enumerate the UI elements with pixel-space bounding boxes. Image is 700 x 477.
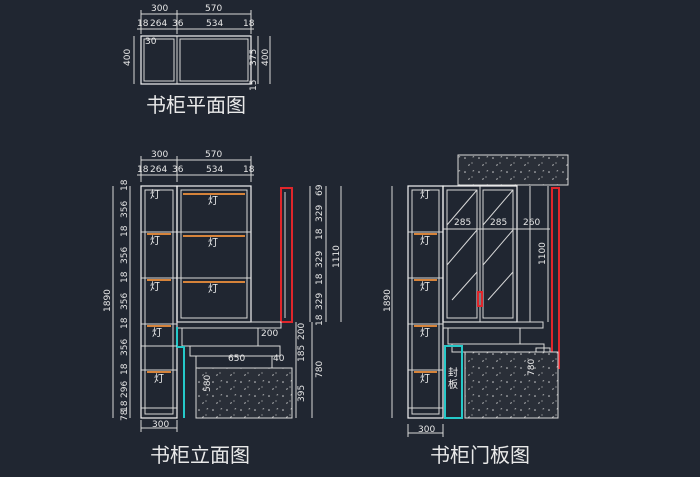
elev-dim-300: 300 <box>151 150 168 160</box>
door-dim-1890: 1890 <box>383 289 393 312</box>
plan-dim-400-left: 400 <box>123 49 133 66</box>
door-dim-1100: 1100 <box>538 242 548 265</box>
plan-dim-570: 570 <box>205 4 222 14</box>
elev-dim-1110: 1110 <box>332 245 342 268</box>
plan-view: 300 570 18 264 36 534 18 30 400 375 400 … <box>123 4 271 117</box>
elev-lamp-7: 灯 <box>208 237 218 249</box>
elevation-view: 300 570 18 264 36 534 18 1890 灯 灯 灯 灯 灯 … <box>103 150 342 467</box>
elev-dim-580: 580 <box>203 375 213 392</box>
elev-seg-0: 18 <box>120 179 130 191</box>
elev-sub-18b: 18 <box>243 165 255 175</box>
elev-dim-bottom-300: 300 <box>152 420 169 430</box>
elev-dim-650: 650 <box>228 354 245 364</box>
plan-sub-18b: 18 <box>243 19 255 29</box>
elev-seg-3: 356 <box>120 247 130 264</box>
door-lamp-2: 灯 <box>420 235 430 247</box>
elevation-title: 书柜立面图 <box>150 443 250 467</box>
elev-dim-40: 40 <box>273 354 285 364</box>
elev-lamp-5: 灯 <box>154 373 164 385</box>
elev-lamp-3: 灯 <box>150 281 160 293</box>
elev-seg-7: 356 <box>120 339 130 356</box>
plan-sub-264: 264 <box>150 19 167 29</box>
door-lamp-1: 灯 <box>420 189 430 201</box>
plan-dim-300: 300 <box>151 4 168 14</box>
door-lamp-5: 灯 <box>420 373 430 385</box>
plan-sub-534: 534 <box>206 19 223 29</box>
elev-seg-6: 18 <box>120 317 130 329</box>
plan-dim-375: 375 <box>249 49 259 66</box>
elev-sub-36: 36 <box>172 165 184 175</box>
elev-seg-10: 18 <box>120 400 130 412</box>
elev-seg-1: 356 <box>120 201 130 218</box>
elev-seg-11: 78 <box>120 409 130 421</box>
elev-lamp-1: 灯 <box>150 189 160 201</box>
door-dim-285b: 285 <box>490 218 507 228</box>
elev-seg-8: 18 <box>120 363 130 375</box>
elev-lamp-2: 灯 <box>150 235 160 247</box>
elev-seg-4: 18 <box>120 271 130 283</box>
door-dim-260: 260 <box>523 218 540 228</box>
elev-sub-264: 264 <box>150 165 167 175</box>
plan-sub-18a: 18 <box>137 19 149 29</box>
door-lamp-3: 灯 <box>420 281 430 293</box>
plan-dim-400-right: 400 <box>261 49 271 66</box>
door-lamp-4: 灯 <box>420 327 430 339</box>
elev-rdim-0: 69 <box>315 184 325 196</box>
elev-rdim-2: 18 <box>315 228 325 240</box>
door-view: 1890 灯 灯 灯 灯 灯 285 285 260 <box>383 154 569 467</box>
plan-dim-15: 15 <box>249 80 259 91</box>
elev-rdim-395: 395 <box>297 385 307 402</box>
elev-rdim-185: 185 <box>297 345 307 362</box>
plan-sub-36: 36 <box>172 19 184 29</box>
elev-seg-9: 296 <box>120 381 130 398</box>
elev-sub-18a: 18 <box>137 165 149 175</box>
door-seal-board: 封板 <box>448 366 458 391</box>
elev-rdim-6: 18 <box>315 314 325 326</box>
elev-lamp-8: 灯 <box>208 283 218 295</box>
door-dim-780: 780 <box>527 359 537 376</box>
elev-lamp-6: 灯 <box>208 195 218 207</box>
elev-rdim-4: 18 <box>315 273 325 285</box>
elev-rdim-3: 329 <box>315 251 325 268</box>
door-title: 书柜门板图 <box>430 443 530 467</box>
elev-dim-570: 570 <box>205 150 222 160</box>
door-dim-bottom-300: 300 <box>418 425 435 435</box>
door-dim-285a: 285 <box>454 218 471 228</box>
elev-seg-2: 18 <box>120 225 130 237</box>
plan-dim-30: 30 <box>145 37 157 47</box>
elev-lamp-4: 灯 <box>152 327 162 339</box>
elev-rdim-1: 329 <box>315 205 325 222</box>
elev-rdim-200: 200 <box>297 323 307 340</box>
elev-rdim-5: 329 <box>315 293 325 310</box>
plan-title: 书柜平面图 <box>146 93 246 117</box>
elev-sub-534: 534 <box>206 165 223 175</box>
elev-rdim-780: 780 <box>315 361 325 378</box>
elev-seg-5: 356 <box>120 293 130 310</box>
elev-dim-1890: 1890 <box>103 289 113 312</box>
elev-dim-200: 200 <box>261 329 278 339</box>
